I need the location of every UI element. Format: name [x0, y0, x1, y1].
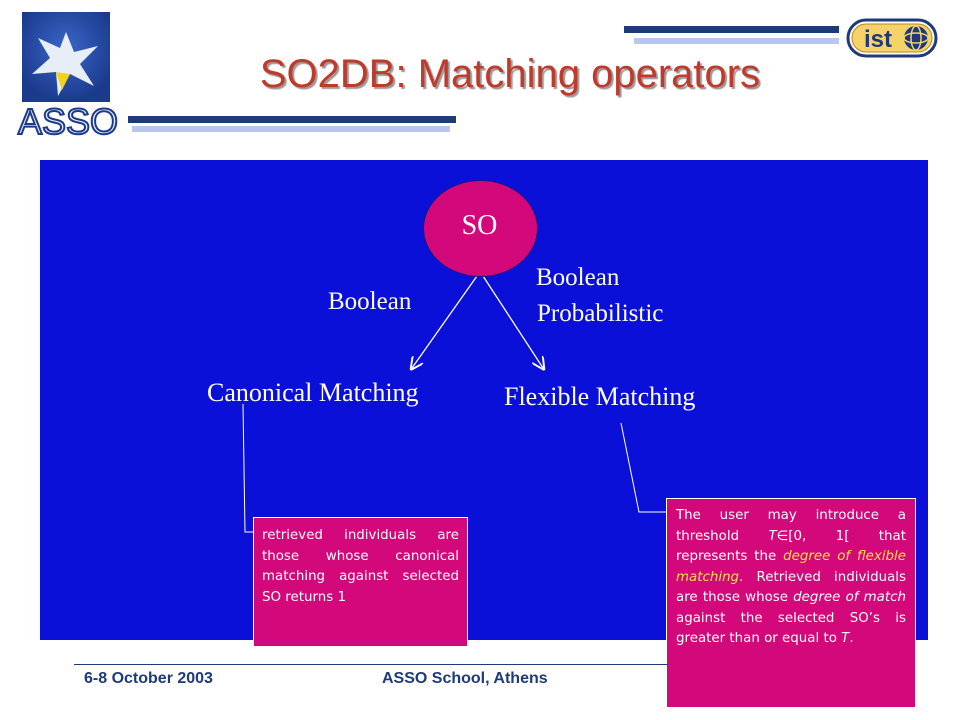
asso-logo: ASSO: [12, 12, 126, 143]
title-rule-light: [132, 126, 450, 132]
flexible-callout-text-5: .: [849, 631, 854, 646]
flexible-callout-text-4: against the selected SO’s is greater tha…: [676, 610, 906, 647]
flexible-callout-italic: degree of match: [793, 590, 906, 605]
flexible-callout-text-3: . Retrieved individuals are those whose: [676, 569, 906, 606]
ist-logo-text: ist: [864, 26, 892, 53]
footer-rule: [74, 664, 668, 665]
flexible-callout-text-1: The user may introduce a threshold: [676, 508, 906, 544]
header-rule-light: [634, 38, 839, 44]
header-rule-dark: [624, 26, 839, 33]
canonical-matching-label: Canonical Matching: [207, 378, 419, 407]
arrow-to-canonical: [412, 275, 478, 368]
footer-date: 6-8 October 2003: [84, 670, 213, 687]
so-node-label: SO: [461, 210, 498, 241]
flexible-matching-label: Flexible Matching: [504, 382, 696, 411]
right-edge-label-boolean: Boolean: [536, 264, 620, 291]
canonical-callout-text: retrieved individuals are those whose ca…: [262, 528, 459, 605]
so-node: [423, 180, 538, 277]
title-rule-dark: [128, 116, 456, 123]
slide-title: SO2DB: Matching operators: [259, 52, 761, 96]
arrow-to-flexible: [482, 275, 543, 368]
asso-logo-text: ASSO: [18, 101, 118, 140]
footer-event: ASSO School, Athens: [382, 670, 548, 687]
canonical-callout: retrieved individuals are those whose ca…: [253, 517, 468, 647]
ist-logo: ist: [846, 18, 938, 58]
threshold-symbol-2: T: [841, 631, 850, 646]
callout-pointer-flexible: [620, 422, 668, 513]
left-edge-label: Boolean: [328, 288, 412, 315]
flexible-callout-text-2: ∈[0, 1[ that represents the: [676, 528, 906, 565]
right-edge-label-probabilistic: Probabilistic: [537, 300, 664, 327]
flexible-callout: The user may introduce a threshold T∈[0,…: [666, 498, 916, 708]
callout-pointer-canonical: [242, 403, 253, 533]
flexible-callout-highlight: degree of flexible matching: [676, 549, 906, 585]
threshold-symbol: T: [768, 528, 777, 544]
